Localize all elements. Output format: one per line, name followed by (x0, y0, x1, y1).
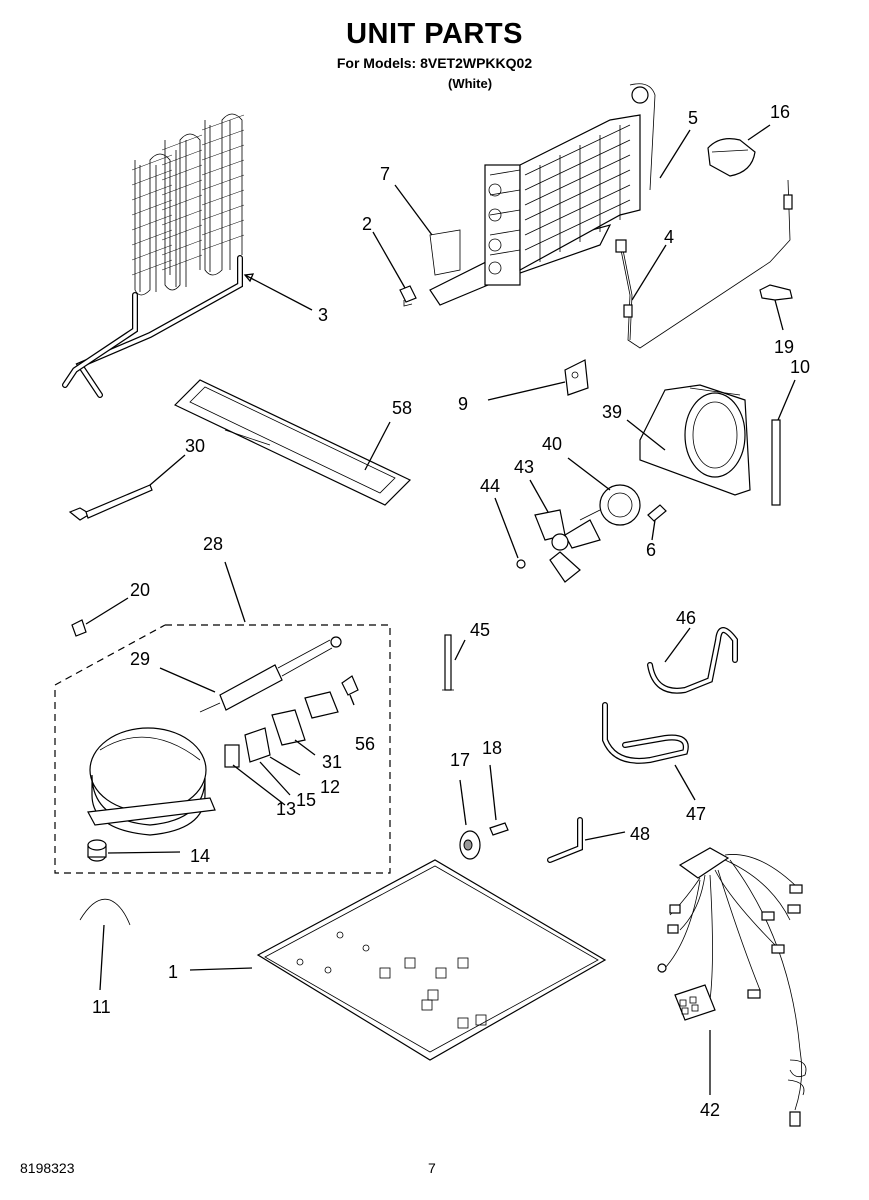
callout-1: 1 (168, 962, 178, 982)
overload-part-29 (199, 636, 342, 713)
clip-part-31 (304, 691, 339, 719)
relay-part-13 (224, 744, 240, 768)
pin-part-18 (489, 822, 509, 836)
base-plate-drawing (256, 859, 607, 1061)
page-title: UNIT PARTS (346, 18, 523, 50)
relay-part-15 (244, 727, 271, 763)
callout-31: 31 (322, 752, 342, 772)
screw-part-20 (71, 619, 87, 637)
callout-6: 6 (646, 540, 656, 560)
callout-11: 11 (92, 997, 111, 1017)
callout-43: 43 (514, 457, 534, 477)
grommet-part-14 (87, 839, 107, 862)
callout-56: 56 (355, 734, 375, 754)
pin-part-45 (442, 634, 454, 691)
wheel-part-17 (459, 830, 481, 860)
terminal-part-56 (341, 675, 359, 696)
callout-3: 3 (318, 305, 328, 325)
callouts: 3 2 7 5 16 4 19 10 9 39 40 43 44 6 58 30… (92, 102, 810, 1120)
callout-48: 48 (630, 824, 650, 844)
wiring-harness-drawing (657, 847, 807, 1127)
screw-part-6 (647, 504, 667, 522)
bracket-part-9 (564, 359, 589, 396)
compressor-drawing (87, 727, 216, 836)
callout-42: 42 (700, 1100, 720, 1120)
sensor-wire-drawing (615, 179, 793, 349)
color-line: (White) (448, 76, 493, 91)
leader-lines (85, 124, 796, 1095)
callout-28: 28 (203, 534, 223, 554)
callout-5: 5 (688, 108, 698, 128)
cover-part-12 (271, 709, 306, 746)
callout-29: 29 (130, 649, 150, 669)
callout-47: 47 (686, 804, 706, 824)
drain-pan-drawing (173, 379, 412, 506)
evaporator-drawing (429, 83, 656, 306)
callout-19: 19 (774, 337, 794, 357)
clip-part-11 (79, 898, 131, 926)
callout-4: 4 (664, 227, 674, 247)
page-number: 7 (428, 1160, 436, 1176)
callout-18: 18 (482, 738, 502, 758)
callout-30: 30 (185, 436, 205, 456)
callout-15: 15 (296, 790, 316, 810)
callout-12: 12 (320, 777, 340, 797)
callout-7: 7 (380, 164, 390, 184)
compressor-group-outline (54, 624, 391, 874)
fan-shroud-drawing (639, 384, 751, 496)
fan-motor-drawing (579, 484, 641, 526)
clip-part-19 (759, 284, 793, 301)
cable-tie-drawing (68, 484, 153, 521)
callout-10: 10 (790, 357, 810, 377)
callout-39: 39 (602, 402, 622, 422)
callout-58: 58 (392, 398, 412, 418)
callout-44: 44 (480, 476, 500, 496)
callout-16: 16 (770, 102, 790, 122)
models-line: For Models: 8VET2WPKKQ02 (336, 55, 533, 71)
callout-13: 13 (276, 799, 296, 819)
callout-45: 45 (470, 620, 490, 640)
document-number: 8198323 (20, 1160, 75, 1176)
callout-17: 17 (450, 750, 470, 770)
block-part-16 (707, 138, 756, 177)
rod-part-48 (547, 817, 583, 863)
callout-2: 2 (362, 214, 372, 234)
fan-blade-drawing (516, 509, 601, 583)
callout-14: 14 (190, 846, 210, 866)
callout-46: 46 (676, 608, 696, 628)
callout-40: 40 (542, 434, 562, 454)
strip-part-10 (771, 419, 781, 506)
tube-part-46 (647, 627, 738, 694)
callout-9: 9 (458, 394, 468, 414)
callout-20: 20 (130, 580, 150, 600)
condenser-coil-drawing (62, 113, 245, 398)
tube-part-47 (602, 702, 689, 764)
screw-part-2 (399, 285, 417, 307)
